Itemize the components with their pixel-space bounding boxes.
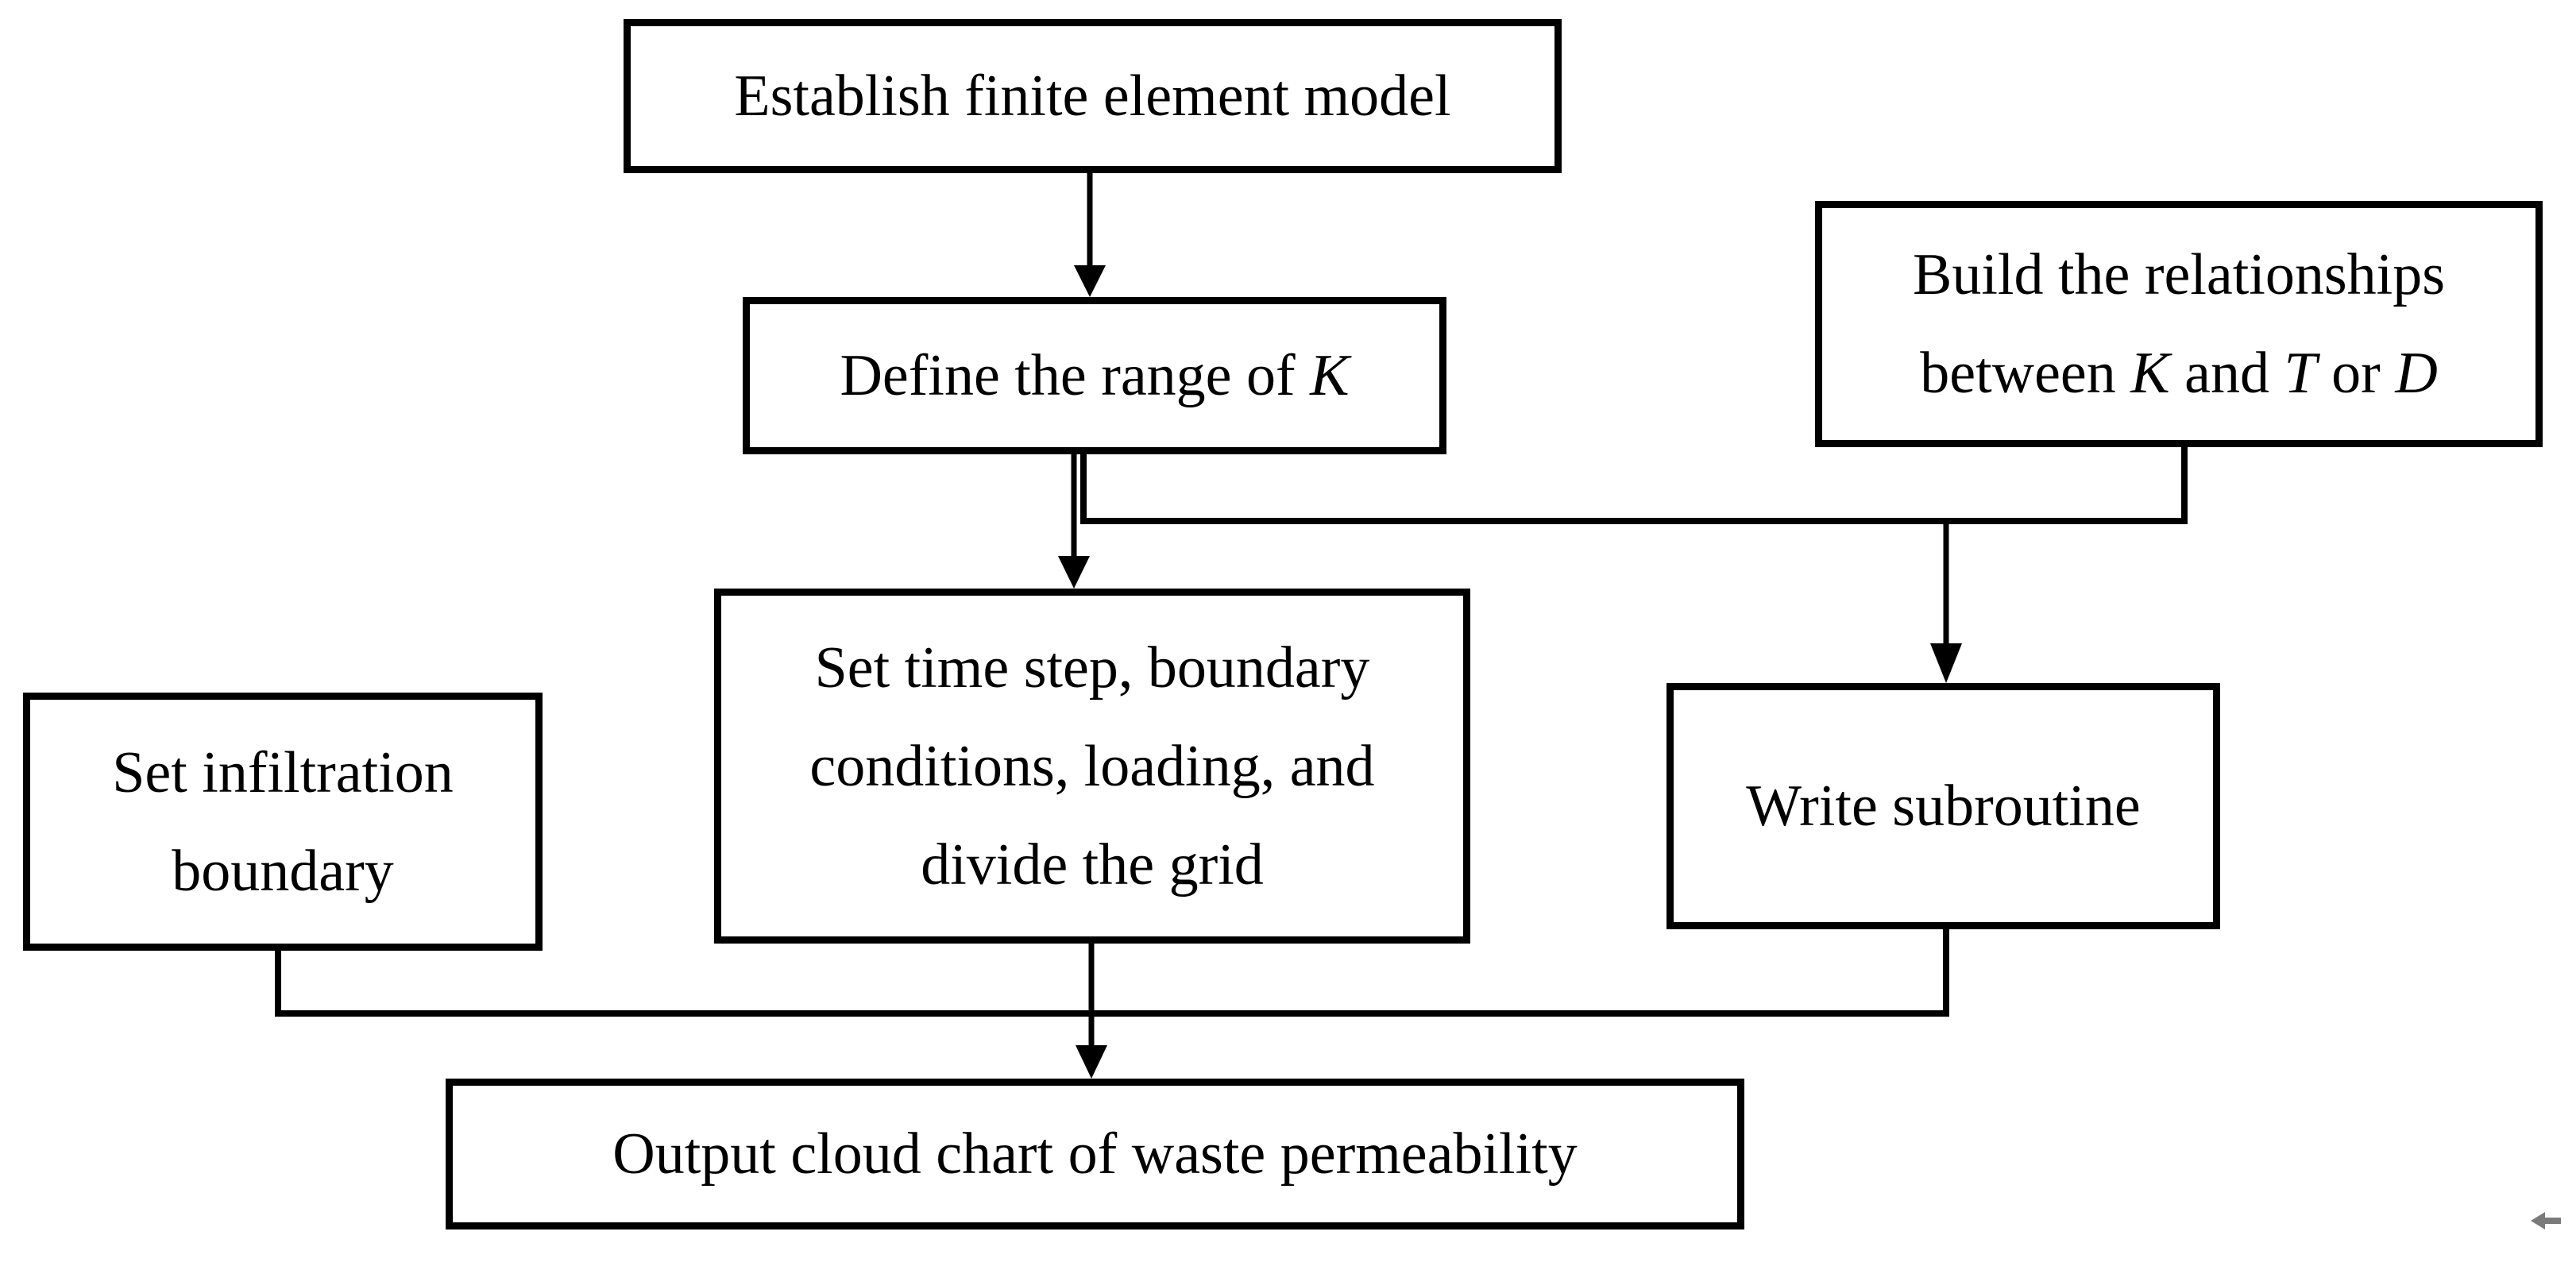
node-output-cloud-chart: Output cloud chart of waste permeability	[446, 1079, 1744, 1229]
node-set-infiltration-boundary: Set infiltration boundary	[23, 693, 543, 951]
label-text: and	[2169, 341, 2284, 406]
label-text: between	[1920, 341, 2131, 406]
node-label: Output cloud chart of waste permeability	[612, 1121, 1578, 1187]
label-text: Define the range of	[840, 343, 1311, 408]
node-build-relationships: Build the relationships between K and T …	[1815, 201, 2543, 447]
variable-d: D	[2395, 341, 2438, 406]
label-text: or	[2316, 341, 2396, 406]
arrow-define-to-set-time	[1058, 451, 1090, 589]
arrow-junction-to-subroutine	[1930, 518, 1962, 683]
node-label-line3: divide the grid	[921, 832, 1264, 897]
node-label-line2: between K and T or D	[1920, 324, 2438, 423]
node-establish-finite-element-model: Establish finite element model	[624, 19, 1562, 173]
merge-line-to-output	[275, 926, 1949, 1017]
arrow-establish-to-define	[1074, 168, 1106, 297]
node-label: Establish finite element model	[734, 64, 1451, 129]
variable-k: K	[2130, 341, 2170, 406]
node-label-line1: Set infiltration	[112, 739, 454, 805]
node-write-subroutine: Write subroutine	[1666, 683, 2220, 929]
left-arrow-mark-icon	[2531, 1212, 2561, 1229]
node-label-line2: boundary	[172, 838, 394, 904]
node-set-time-step: Set time step, boundary conditions, load…	[714, 589, 1470, 944]
node-label: Define the range of K	[840, 326, 1349, 425]
node-label: Write subroutine	[1746, 774, 2141, 839]
node-label-line2: conditions, loading, and	[809, 733, 1375, 799]
node-label-line1: Build the relationships	[1912, 242, 2446, 307]
node-define-range-of-k: Define the range of K	[743, 297, 1446, 454]
variable-k: K	[1310, 343, 1350, 408]
node-label-line1: Set time step, boundary	[814, 635, 1370, 701]
arrow-set-time-to-output	[1076, 940, 1107, 1079]
variable-t: T	[2284, 341, 2317, 406]
elbow-define-build-junction	[1080, 445, 2188, 524]
